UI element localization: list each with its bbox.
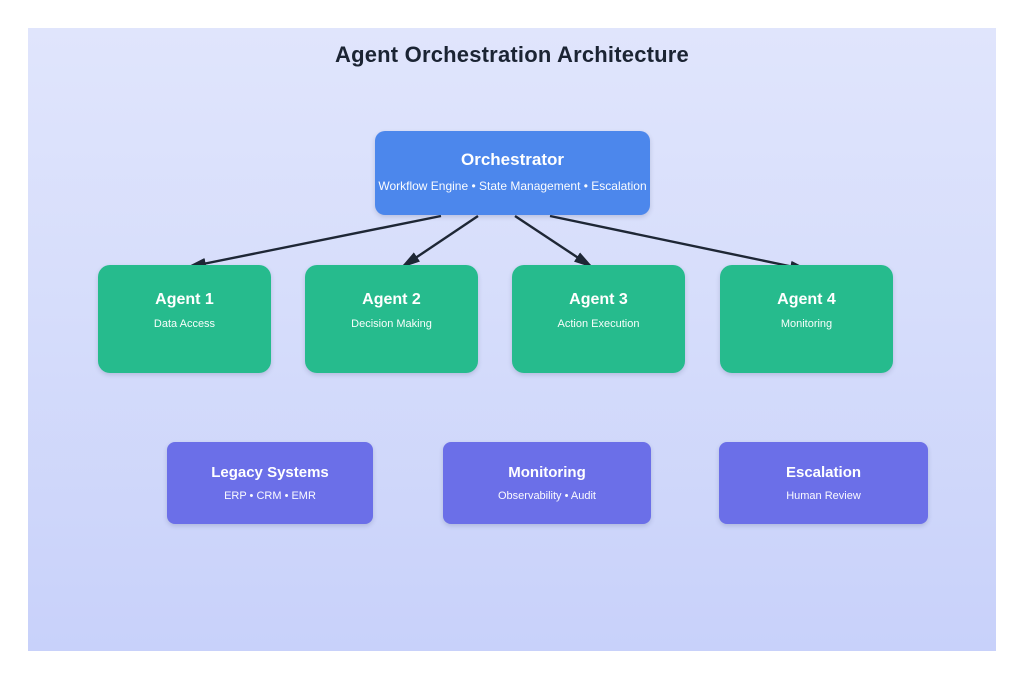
node-subtitle: Workflow Engine • State Management • Esc… [378,179,647,194]
node-title: Escalation [785,464,862,481]
node-agent-1: Agent 1 Data Access [98,265,271,373]
node-title: Legacy Systems [211,464,329,481]
node-subtitle: Human Review [786,490,861,502]
node-agent-3: Agent 3 Action Execution [512,265,685,373]
node-title: Agent 1 [155,291,214,308]
node-subtitle: Observability • Audit [497,490,596,502]
diagram-title: Agent Orchestration Architecture [335,42,689,67]
node-title: Orchestrator [461,150,564,169]
node-legacy-systems: Legacy Systems ERP • CRM • EMR [167,442,373,524]
arrow-orchestrator-agent4 [549,214,810,272]
node-monitoring: Monitoring Observability • Audit [443,442,651,524]
node-agent-4: Agent 4 Monitoring [720,265,893,373]
node-title: Monitoring [508,464,586,481]
arrow-orchestrator-agent1 [186,214,442,269]
node-escalation: Escalation Human Review [719,442,928,524]
diagram-canvas: Agent Orchestration Architecture Orchest… [28,28,996,651]
node-title: Agent 4 [777,291,836,308]
node-subtitle: Decision Making [351,318,432,331]
node-orchestrator: Orchestrator Workflow Engine • State Man… [375,131,650,215]
arrow-orchestrator-agent3 [514,214,594,269]
node-agent-2: Agent 2 Decision Making [305,265,478,373]
arrow-orchestrator-agent2 [400,215,479,269]
node-subtitle: ERP • CRM • EMR [224,490,316,502]
node-subtitle: Monitoring [780,318,833,331]
node-title: Agent 2 [362,291,421,308]
node-title: Agent 3 [569,291,628,308]
node-subtitle: Action Execution [557,318,640,331]
node-subtitle: Data Access [153,318,216,331]
